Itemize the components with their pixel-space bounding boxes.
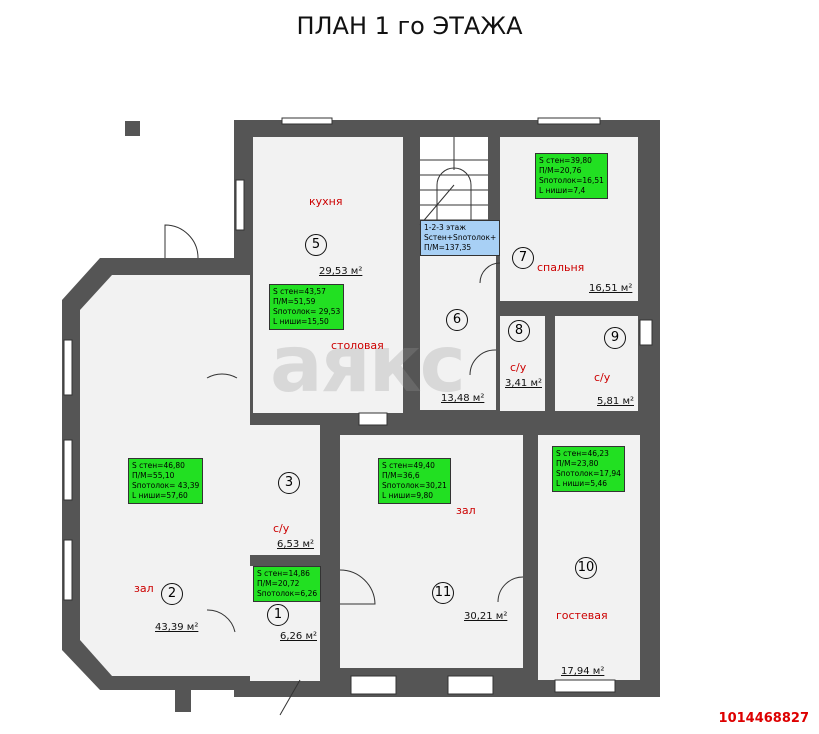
room-5-floor [253,137,403,413]
room-11-info: S стен=49,40 П/М=36,6 Sпотолок=30,21 L н… [378,458,451,504]
room-3-label: с/у [273,522,290,535]
room-8-number: 8 [508,320,530,342]
room-7-area: 16,51 м² [589,283,633,294]
room-5-area: 29,53 м² [319,266,363,277]
room-5-info: S стен=43,57 П/М=51,59 Sпотолок= 29,53 L… [269,284,345,330]
marker-square [125,121,140,136]
room-11-label: зал [456,504,476,517]
room-5-number: 5 [305,234,327,256]
room-3-area: 6,53 м² [277,539,314,550]
room-6-number: 6 [446,309,468,331]
room-10-info: S стен=46,23 П/М=23,80 Sпотолок=17,94 L … [552,446,625,492]
room-7-info: S стен=39,80 П/М=20,76 Sпотолок=16,51 L … [535,153,608,199]
room-10-number: 10 [575,557,597,579]
room-5-label: кухня [309,195,343,208]
room-1-area: 6,26 м² [280,631,317,642]
stair-info-box: 1-2-3 этаж Scтен+Snотолок+ П/М=137,35 [420,220,501,256]
room-8-area: 3,41 м² [505,378,542,389]
room-8-label: с/у [510,361,527,374]
room-11-area: 30,21 м² [464,611,508,622]
room-5-label-dining: столовая [331,339,384,352]
windows [63,117,653,695]
room-10-label: гостевая [556,609,608,622]
room-1-number: 1 [267,604,289,626]
listing-code: 1014468827 [718,711,809,726]
doors [164,224,524,716]
room-2-info: S стен=46,80 П/М=55,10 Sпотолок= 43,39 L… [128,458,204,504]
room-3-number: 3 [278,472,300,494]
room-6-area: 13,48 м² [441,393,485,404]
room-9-area: 5,81 м² [597,396,634,407]
room-9-number: 9 [604,327,626,349]
room-2-label: зал [134,582,154,595]
room-7-number: 7 [512,247,534,269]
room-10-area: 17,94 м² [561,666,605,677]
room-11-number: 11 [432,582,454,604]
room-7-label: спальня [537,261,585,274]
room-2-area: 43,39 м² [155,622,199,633]
watermark: аякс [270,320,466,410]
plan-title: ПЛАН 1 го ЭТАЖА [296,12,523,40]
room-1-info: S стен=14,86 П/М=20,72 Sпотолок=6,26 [253,566,322,602]
room-2-number: 2 [161,583,183,605]
porch-block [175,690,191,712]
room-9-label: с/у [594,371,611,384]
